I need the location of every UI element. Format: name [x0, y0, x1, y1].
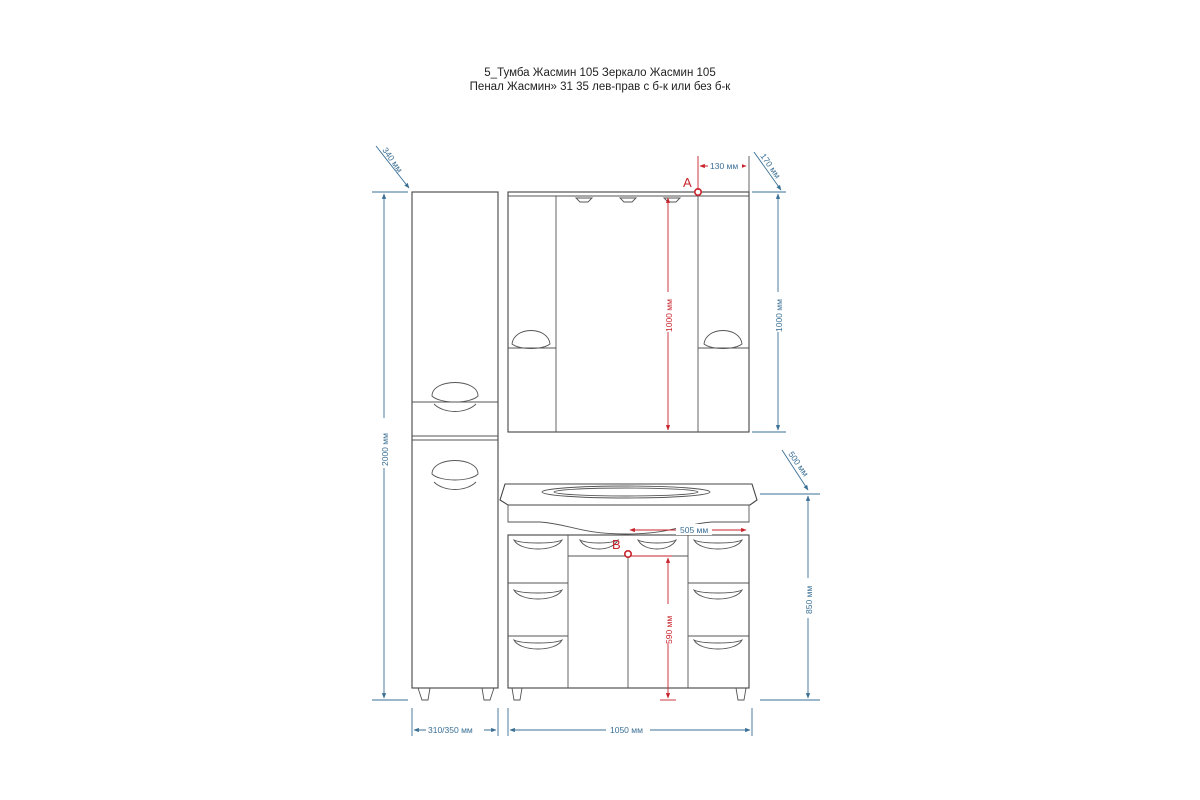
pencil-width-label: 310/350 мм	[428, 725, 473, 735]
mirror-offset-dimension: 130 мм	[697, 156, 750, 192]
mirror-height-label: 1000 мм	[774, 299, 784, 332]
drawer-handle-right-1	[692, 538, 744, 550]
vanity-front-curve	[507, 505, 750, 535]
drawer-handle-left-2	[512, 588, 564, 600]
mirror-cabinet	[507, 191, 750, 433]
cabinet-offset-label: 505 мм	[680, 525, 708, 535]
cabinet-depth-dimension: 500 мм	[781, 449, 811, 491]
cabinet-height-dimension: 850 мм	[760, 493, 820, 701]
door-handle-left	[578, 538, 620, 550]
pencil-case	[411, 191, 499, 701]
mirror-cabinet-body	[507, 191, 750, 433]
drawer-handle-right-2	[692, 588, 744, 600]
mirror-lamp-right	[662, 197, 682, 203]
cabinet-depth-label: 500 мм	[786, 449, 810, 478]
vanity-leg-right	[735, 687, 747, 701]
drawer-handle-right-3	[692, 638, 744, 650]
cabinet-inner-height-dimension: 590 мм	[630, 555, 676, 701]
mirror-depth-dimension: 170 мм	[753, 151, 783, 191]
pencil-case-leg-right	[481, 687, 495, 701]
drawer-handle-left-3	[512, 638, 564, 650]
drawing-title-line1: 5_Тумба Жасмин 105 Зеркало Жасмин 105	[484, 67, 716, 79]
pencil-depth-dimension: 340 мм	[375, 145, 410, 189]
drawing-title-line2: Пенал Жасмин» 31 35 лев-прав с б-к или б…	[469, 81, 731, 93]
mirror-left-handle	[511, 330, 551, 349]
mirror-offset-label: 130 мм	[710, 161, 738, 171]
mirror-height-dimension: 1000 мм	[752, 191, 786, 433]
marker-b: B	[612, 537, 632, 558]
drawer-handle-left-1	[512, 538, 564, 550]
marker-a-label: A	[683, 175, 692, 190]
mirror-inner-height-dimension: 1000 мм	[662, 197, 674, 431]
cabinet-width-label: 1050 мм	[610, 725, 643, 735]
mirror-lamp-left	[574, 197, 594, 203]
mirror-inner-height-label: 1000 мм	[664, 299, 674, 332]
marker-b-label: B	[612, 537, 621, 552]
mirror-lamp-center	[618, 197, 638, 203]
door-handle-right	[636, 538, 678, 550]
pencil-case-handle-lower	[431, 460, 479, 490]
pencil-height-label: 2000 мм	[380, 433, 390, 466]
pencil-case-handle-upper	[431, 382, 479, 412]
cabinet-offset-dimension: 505 мм	[629, 524, 747, 535]
vanity-countertop	[499, 483, 758, 506]
vanity-leg-left	[511, 687, 523, 701]
sink-basin	[541, 485, 711, 499]
cabinet-width-dimension: 1050 мм	[507, 708, 753, 736]
vanity-body	[507, 534, 750, 689]
cabinet-inner-height-label: 590 мм	[664, 616, 674, 644]
pencil-width-dimension: 310/350 мм	[411, 708, 499, 736]
pencil-depth-label: 340 мм	[380, 145, 404, 174]
cabinet-height-label: 850 мм	[804, 586, 814, 614]
pencil-height-dimension: 2000 мм	[372, 191, 408, 701]
pencil-case-leg-left	[417, 687, 431, 701]
vanity-cabinet	[499, 483, 758, 701]
mirror-right-handle	[703, 330, 743, 349]
